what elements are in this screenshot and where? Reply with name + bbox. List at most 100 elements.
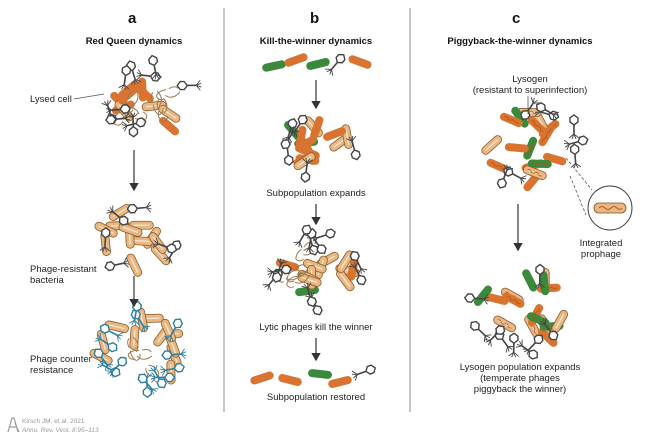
bacterium [473,285,493,306]
panel-a-cluster-counter [89,300,187,399]
bacterium [526,312,550,327]
phage [105,112,131,125]
phage [148,364,167,389]
bacterium [522,165,547,181]
phage [293,224,312,248]
phage [349,250,368,275]
phage [568,114,580,140]
phage [325,53,346,76]
panel-c-title: Piggyback-the-winner dynamics [447,36,593,47]
label-integrated-prophage: Integrated prophage [579,238,623,260]
bacterium [250,371,274,385]
bacterium [138,77,147,102]
phage [93,348,114,371]
lysed-cell [286,264,309,283]
bacterium [96,329,110,355]
label-subpopulation-restored: Subpopulation restored [266,392,366,403]
bacterium [323,127,347,141]
phage [126,201,152,214]
bacterium [538,124,555,147]
lysed-cell [150,90,164,116]
phage [496,164,514,189]
phage [569,143,582,169]
phage [99,323,124,342]
phage [351,364,377,381]
bacterium [347,257,359,281]
bacterium [543,152,567,166]
phage [538,318,559,341]
bacterium [499,112,523,128]
panel-b-letter: b [310,10,320,27]
bacterium [527,159,552,169]
phage [470,320,492,343]
phage [127,112,139,138]
bacterium [284,53,308,67]
label-lysogen: Lysogen (resistant to superinfection) [472,74,588,96]
phage [563,135,589,151]
phage [311,228,336,245]
bacterium [262,60,286,72]
phage [515,339,538,360]
bacterium [117,85,139,105]
phage [288,114,308,138]
phage [267,264,292,278]
label-lysogen-population-expands: Lysogen population expands (temperate ph… [459,362,581,395]
label-subpopulation-expands: Subpopulation expands [266,188,366,199]
bacterium [297,273,322,287]
phage [94,332,118,353]
phage [99,226,111,253]
panel-c-letter: c [512,10,521,27]
label-phage-resistant-bacteria: Phage-resistant bacteria [30,264,97,286]
bacterium [328,376,352,388]
bacterium [126,253,143,277]
panel-b-cluster-kill [262,224,368,316]
phage [152,237,178,254]
bacterium [539,271,550,296]
citation-authors: Kirsch JM, et al. 2021 [22,418,85,425]
bacterium [537,327,558,347]
bacterium [308,369,332,379]
bacterium [511,106,529,128]
lysed-cell [127,349,153,360]
label-lytic-phages-kill: Lytic phages kill the winner [259,322,373,333]
phage [161,348,187,360]
bacterium [522,269,538,292]
bacterium [502,292,525,308]
phage [164,318,184,342]
bacterium [484,293,509,305]
phage [121,117,147,132]
phage [534,263,545,289]
phage [148,54,162,80]
phage [105,104,132,116]
bacterium [481,135,503,155]
prophage-zoom-callout [565,157,633,231]
phage [346,135,361,161]
panel-a-letter: a [128,10,137,27]
bacterium [306,58,330,70]
phage [104,257,130,272]
phage [106,205,129,226]
bacterium [118,222,143,237]
bacterium [278,374,302,386]
phage [535,102,560,121]
panel-b-restored-population [250,364,377,388]
bacterium [336,250,354,273]
panel-c-cluster-lysogen [481,97,589,192]
phage [118,64,132,90]
phage [271,258,288,283]
panel-b-title: Kill-the-winner dynamics [259,36,373,47]
phage [301,282,318,308]
phage [463,293,489,305]
label-lysed-cell: Lysed cell [30,94,72,105]
phage [105,356,128,378]
panel-a-cluster-resistant [94,201,182,277]
bacterium [551,309,569,333]
label-phage-counter-resistance: Phage counter resistance [30,354,92,376]
panel-c-cluster-expanded [463,263,569,360]
citation-journal: Annu. Rev. Virol. 8:95–113 [22,427,99,434]
phage [300,157,313,183]
bacterium [348,55,372,69]
panel-a-cluster-lysed [101,54,202,138]
bacterium [523,136,538,160]
